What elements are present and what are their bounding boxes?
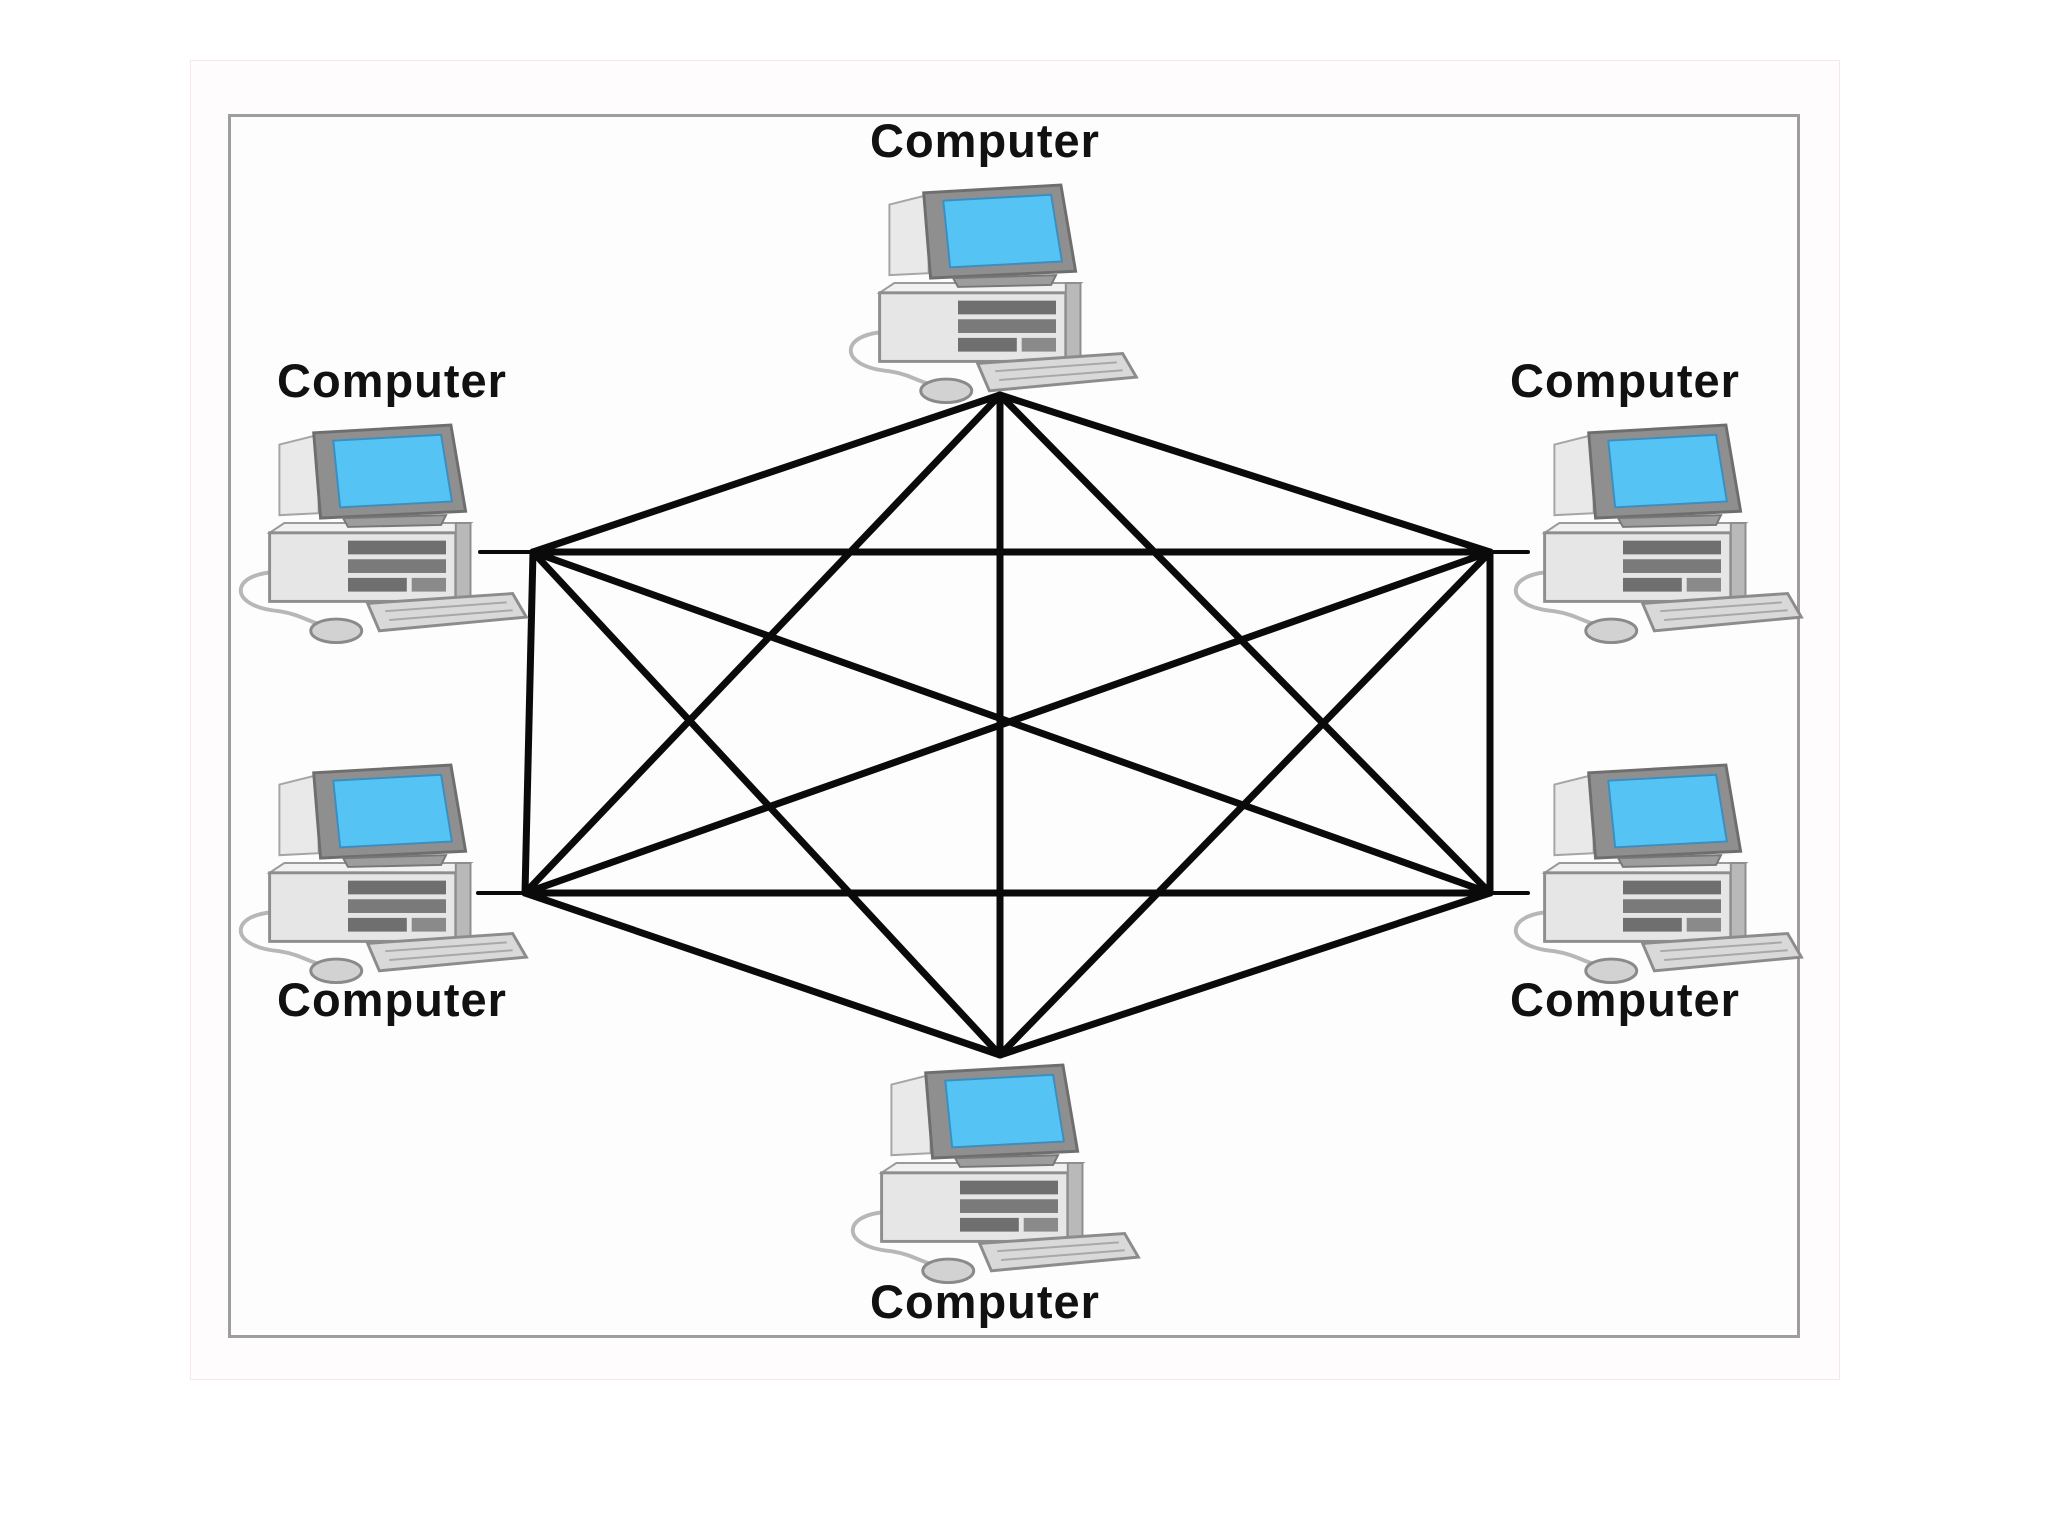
link-top-upper-left (529, 391, 1004, 556)
computer-node-lower-right: Computer (1510, 763, 1804, 1026)
computer-icon (1513, 423, 1804, 645)
computer-icon (848, 183, 1139, 405)
link-lower-left-bottom (521, 889, 1004, 1059)
computer-node-upper-left: Computer (238, 354, 529, 645)
node-label-lower-left: Computer (277, 973, 507, 1026)
node-label-bottom: Computer (870, 1275, 1100, 1328)
computer-node-upper-right: Computer (1510, 354, 1804, 645)
computer-node-bottom: Computer (850, 1063, 1141, 1328)
computer-icon (238, 763, 529, 985)
link-top-lower-right (996, 391, 1494, 897)
node-label-lower-right: Computer (1510, 973, 1740, 1026)
node-label-upper-left: Computer (277, 354, 507, 407)
computer-node-lower-left: Computer (238, 763, 529, 1026)
node-label-upper-right: Computer (1510, 354, 1740, 407)
link-upper-right-bottom (996, 548, 1494, 1059)
computer-icon (1513, 763, 1804, 985)
link-upper-left-lower-left (521, 548, 537, 897)
link-upper-left-bottom (529, 548, 1004, 1059)
link-top-lower-left (521, 391, 1004, 897)
link-upper-right-lower-left (521, 548, 1494, 897)
link-top-upper-right (996, 391, 1494, 556)
computer-icon (238, 423, 529, 645)
computer-icon (850, 1063, 1141, 1285)
computer-node-top: Computer (848, 114, 1139, 405)
mesh-links (476, 391, 1530, 1059)
link-lower-right-bottom (996, 889, 1494, 1059)
node-label-top: Computer (870, 114, 1100, 167)
